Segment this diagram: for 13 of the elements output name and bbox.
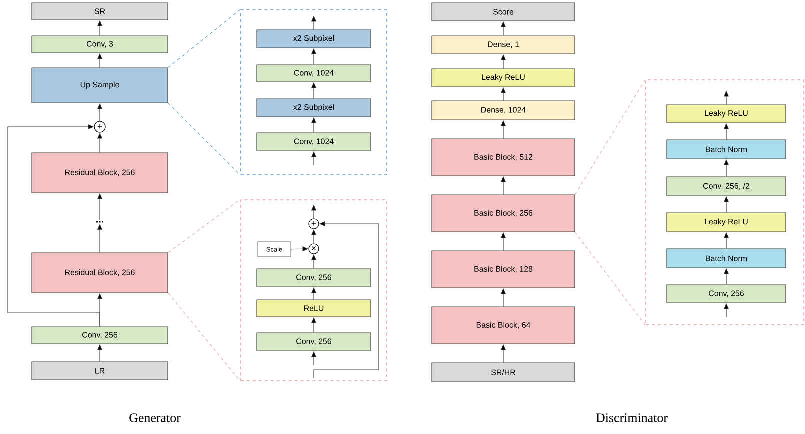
zoom-line [168,103,241,176]
ellipsis: ... [96,221,104,223]
caption: Discriminator [596,414,668,422]
zoom-line [168,9,241,68]
zoom-line [575,79,646,195]
dashed-panel [646,80,804,326]
zoom-line [168,293,241,382]
dashed-panel [240,200,388,382]
zoom-line [168,199,241,253]
zoom-line [575,232,646,326]
dashed-panel [240,10,388,176]
caption: Generator [130,414,181,422]
arrow [8,124,100,327]
